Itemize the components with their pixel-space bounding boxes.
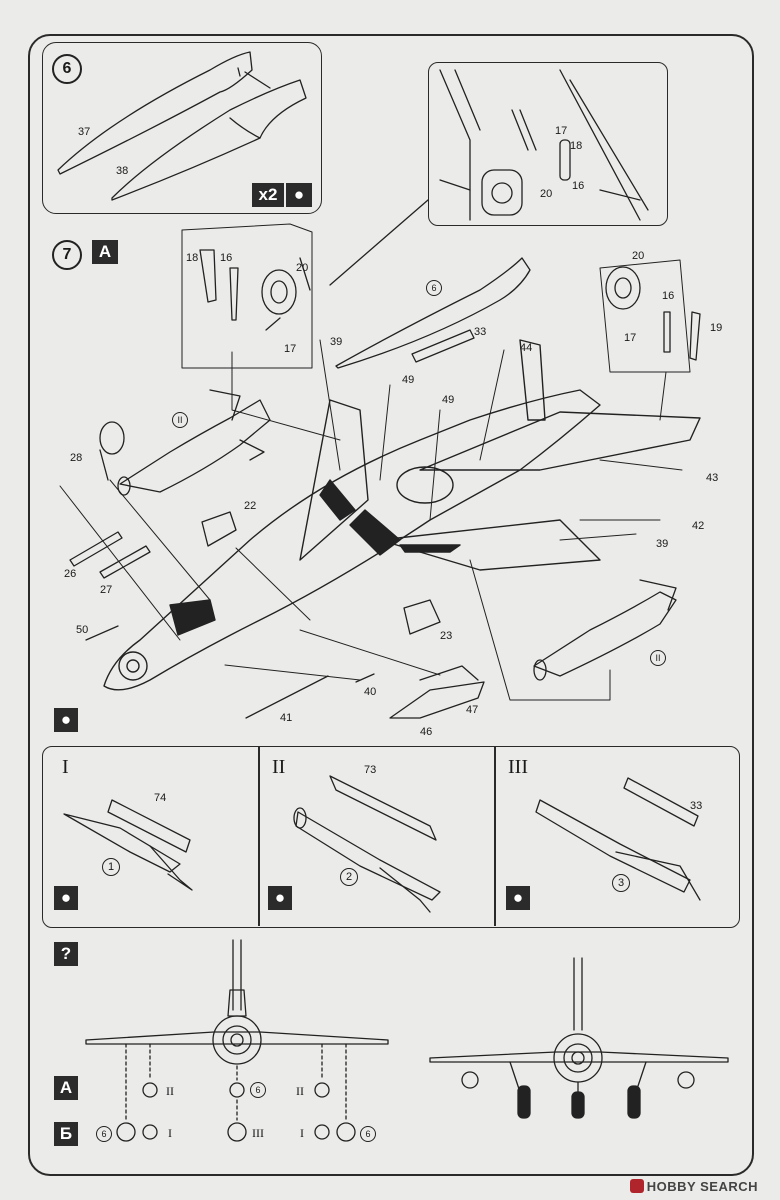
- part-27: 27: [100, 584, 113, 596]
- inset-part-20: 20: [540, 188, 553, 200]
- divider: [494, 746, 496, 926]
- loadout-iii: III: [252, 1126, 264, 1140]
- part-19: 19: [710, 322, 723, 334]
- sub-assembly-panel: [42, 746, 740, 928]
- airframe: [103, 339, 701, 691]
- roman-ii: II: [172, 412, 188, 428]
- part-49: 49: [442, 394, 455, 406]
- inset-gear-detail: [439, 69, 649, 221]
- part-38: 38: [116, 165, 129, 177]
- leader-lines: [59, 339, 683, 701]
- loadout-ii: II: [166, 1084, 174, 1098]
- part-16: 16: [662, 290, 675, 302]
- part-26: 26: [64, 568, 77, 580]
- roman-ii: II: [650, 650, 666, 666]
- hobby-search-logo-icon: [629, 1179, 644, 1193]
- part-33: 33: [474, 326, 487, 338]
- part-46: 46: [420, 726, 433, 738]
- circled-2: 2: [340, 868, 358, 886]
- front-view-left: [85, 939, 389, 1142]
- landing-gear-inset: [428, 62, 668, 226]
- loadout-6: 6: [360, 1126, 376, 1142]
- part-43: 43: [706, 472, 719, 484]
- part-18: 18: [186, 252, 199, 264]
- quantity-badge: x2: [252, 183, 284, 207]
- inset-part-17: 17: [555, 125, 568, 137]
- part-17: 17: [624, 332, 637, 344]
- part-23: 23: [440, 630, 453, 642]
- part-20: 20: [296, 262, 309, 274]
- part-73: 73: [364, 764, 377, 776]
- part-50: 50: [76, 624, 89, 636]
- loadout-i: I: [168, 1126, 172, 1140]
- glue-icon: ●: [268, 886, 292, 910]
- loadout-6: 6: [96, 1126, 112, 1142]
- part-40: 40: [364, 686, 377, 698]
- step-number-6: 6: [52, 54, 82, 84]
- part-17: 17: [284, 343, 297, 355]
- part-47: 47: [466, 704, 479, 716]
- instruction-sheet: [28, 34, 754, 1176]
- part-33: 33: [690, 800, 703, 812]
- part-41: 41: [280, 712, 293, 724]
- step-unknown-badge: ?: [54, 942, 78, 966]
- part-44: 44: [520, 342, 533, 354]
- step-6-panel: [42, 42, 322, 214]
- part-20: 20: [632, 250, 645, 262]
- part-22: 22: [244, 500, 257, 512]
- loadout-ii: II: [296, 1084, 304, 1098]
- variant-badge-b: Б: [54, 1122, 78, 1146]
- front-view-right: [429, 957, 729, 1119]
- part-42: 42: [692, 520, 705, 532]
- circled-1: 1: [102, 858, 120, 876]
- sub-label-ii: II: [272, 756, 286, 778]
- variant-badge-a: A: [92, 240, 118, 264]
- sub-label-iii: III: [508, 756, 528, 778]
- glue-icon: ●: [54, 886, 78, 910]
- watermark-text: HOBBY SEARCH: [646, 1179, 758, 1194]
- part-74: 74: [154, 792, 167, 804]
- variant-badge-a: A: [54, 1076, 78, 1100]
- circled-3: 3: [612, 874, 630, 892]
- part-28: 28: [70, 452, 83, 464]
- divider: [258, 746, 260, 926]
- part-37: 37: [78, 126, 91, 138]
- step-number-7: 7: [52, 240, 82, 270]
- inset-part-18: 18: [570, 140, 583, 152]
- glue-icon: ●: [54, 708, 78, 732]
- glue-icon: ●: [506, 886, 530, 910]
- part-6-tank: 6: [426, 280, 442, 296]
- inset-part-16: 16: [572, 180, 585, 192]
- glue-icon: ●: [286, 183, 312, 207]
- part-39: 39: [656, 538, 669, 550]
- loadout-6: 6: [250, 1082, 266, 1098]
- part-39: 39: [330, 336, 343, 348]
- watermark: HOBBY SEARCH: [629, 1179, 758, 1194]
- fuel-tank-halves: [57, 51, 307, 201]
- sub-label-i: I: [62, 756, 69, 778]
- loadout-i: I: [300, 1126, 304, 1140]
- part-16: 16: [220, 252, 233, 264]
- part-49: 49: [402, 374, 415, 386]
